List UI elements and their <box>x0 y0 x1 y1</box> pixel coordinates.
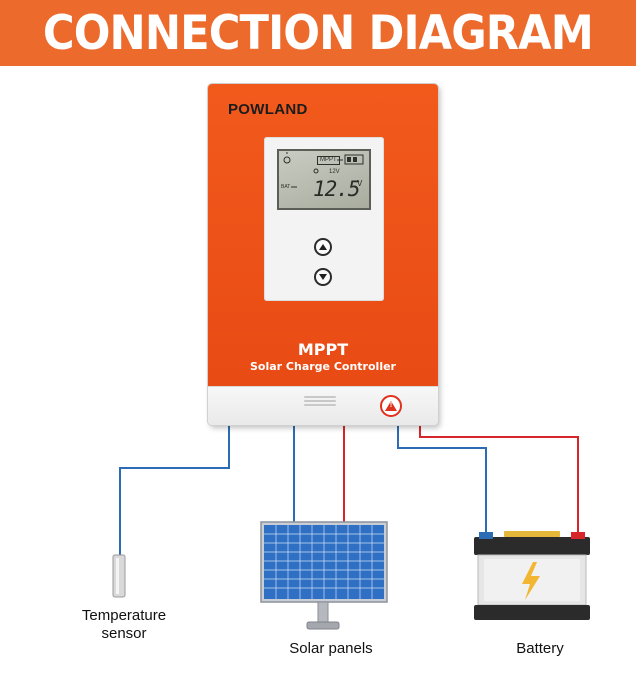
temperature-sensor-wire <box>119 425 230 555</box>
lcd-mppt-badge: MPPT <box>317 156 340 165</box>
battery-label: Battery <box>516 640 564 657</box>
brand-logo: POWLAND <box>228 101 308 118</box>
solar-panel <box>260 521 388 630</box>
controller-front-panel: POWLAND MPPT 12V BAT 12.5 V <box>208 84 438 386</box>
up-arrow-icon <box>319 244 327 250</box>
down-button[interactable] <box>314 268 332 286</box>
battery-negative-wire <box>397 425 487 537</box>
battery <box>474 531 590 620</box>
lcd-display: MPPT 12V BAT 12.5 V <box>277 149 371 210</box>
lcd-voltage-unit: V <box>357 179 363 188</box>
charge-controller: POWLAND MPPT 12V BAT 12.5 V <box>208 84 438 425</box>
battery-positive-wire <box>419 425 579 537</box>
lcd-bat-label: BAT <box>281 184 291 190</box>
vent-grille <box>304 396 336 410</box>
title-banner: CONNECTION DIAGRAM <box>0 0 636 66</box>
page-title: CONNECTION DIAGRAM <box>43 5 594 61</box>
product-subtitle: Solar Charge Controller <box>250 360 396 373</box>
temperature-sensor-probe <box>112 554 126 598</box>
lcd-status-icons <box>283 152 364 188</box>
solar-panels-label: Solar panels <box>289 640 373 657</box>
lcd-system-voltage: 12V <box>329 169 340 175</box>
model-name: MPPT <box>297 340 349 359</box>
warning-exclamation: ! <box>389 402 393 409</box>
warning-triangle-icon <box>380 395 402 417</box>
temperature-sensor-label: Temperature sensor <box>81 607 167 642</box>
down-arrow-icon <box>319 274 327 280</box>
lcd-voltage-reading: 12.5 <box>313 177 361 201</box>
controller-terminal-cover: ! <box>208 386 438 425</box>
control-panel: MPPT 12V BAT 12.5 V <box>264 137 384 301</box>
up-button[interactable] <box>314 238 332 256</box>
